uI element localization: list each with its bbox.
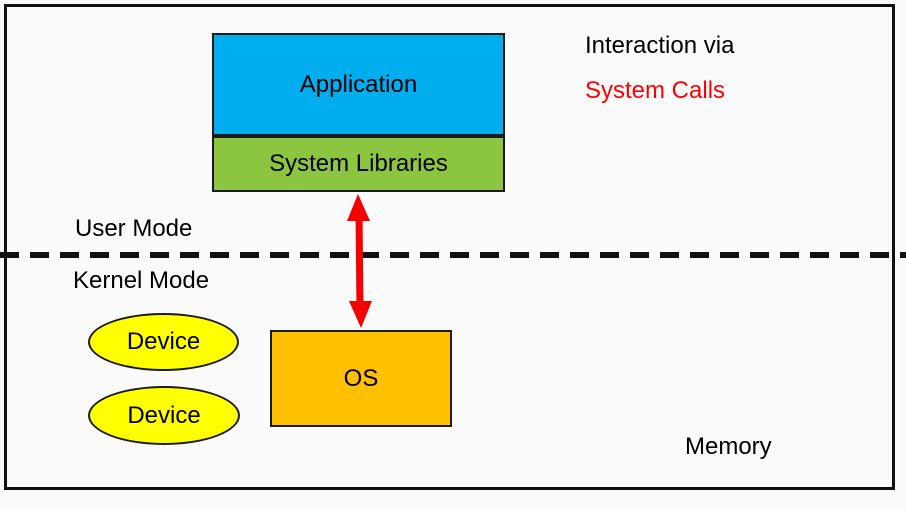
system-libraries-box: System Libraries (212, 136, 505, 192)
os-label: OS (343, 364, 379, 392)
application-box: Application (212, 33, 505, 136)
kernel-mode-label: Kernel Mode (73, 267, 210, 294)
memory-label: Memory (685, 433, 772, 460)
device-label: Device (127, 401, 201, 429)
system-calls-label: System Calls (585, 77, 726, 104)
device-label: Device (126, 328, 201, 355)
device-ellipse: Device (88, 313, 239, 371)
device-ellipse: Device (88, 386, 240, 445)
interaction-via-label: Interaction via (585, 32, 735, 59)
application-label: Application (299, 70, 418, 98)
user-mode-label: User Mode (75, 215, 193, 242)
system-libraries-label: System Libraries (269, 150, 448, 177)
mode-boundary-dashed-line (0, 252, 906, 258)
diagram-border (4, 4, 895, 490)
os-box: OS (270, 330, 452, 427)
